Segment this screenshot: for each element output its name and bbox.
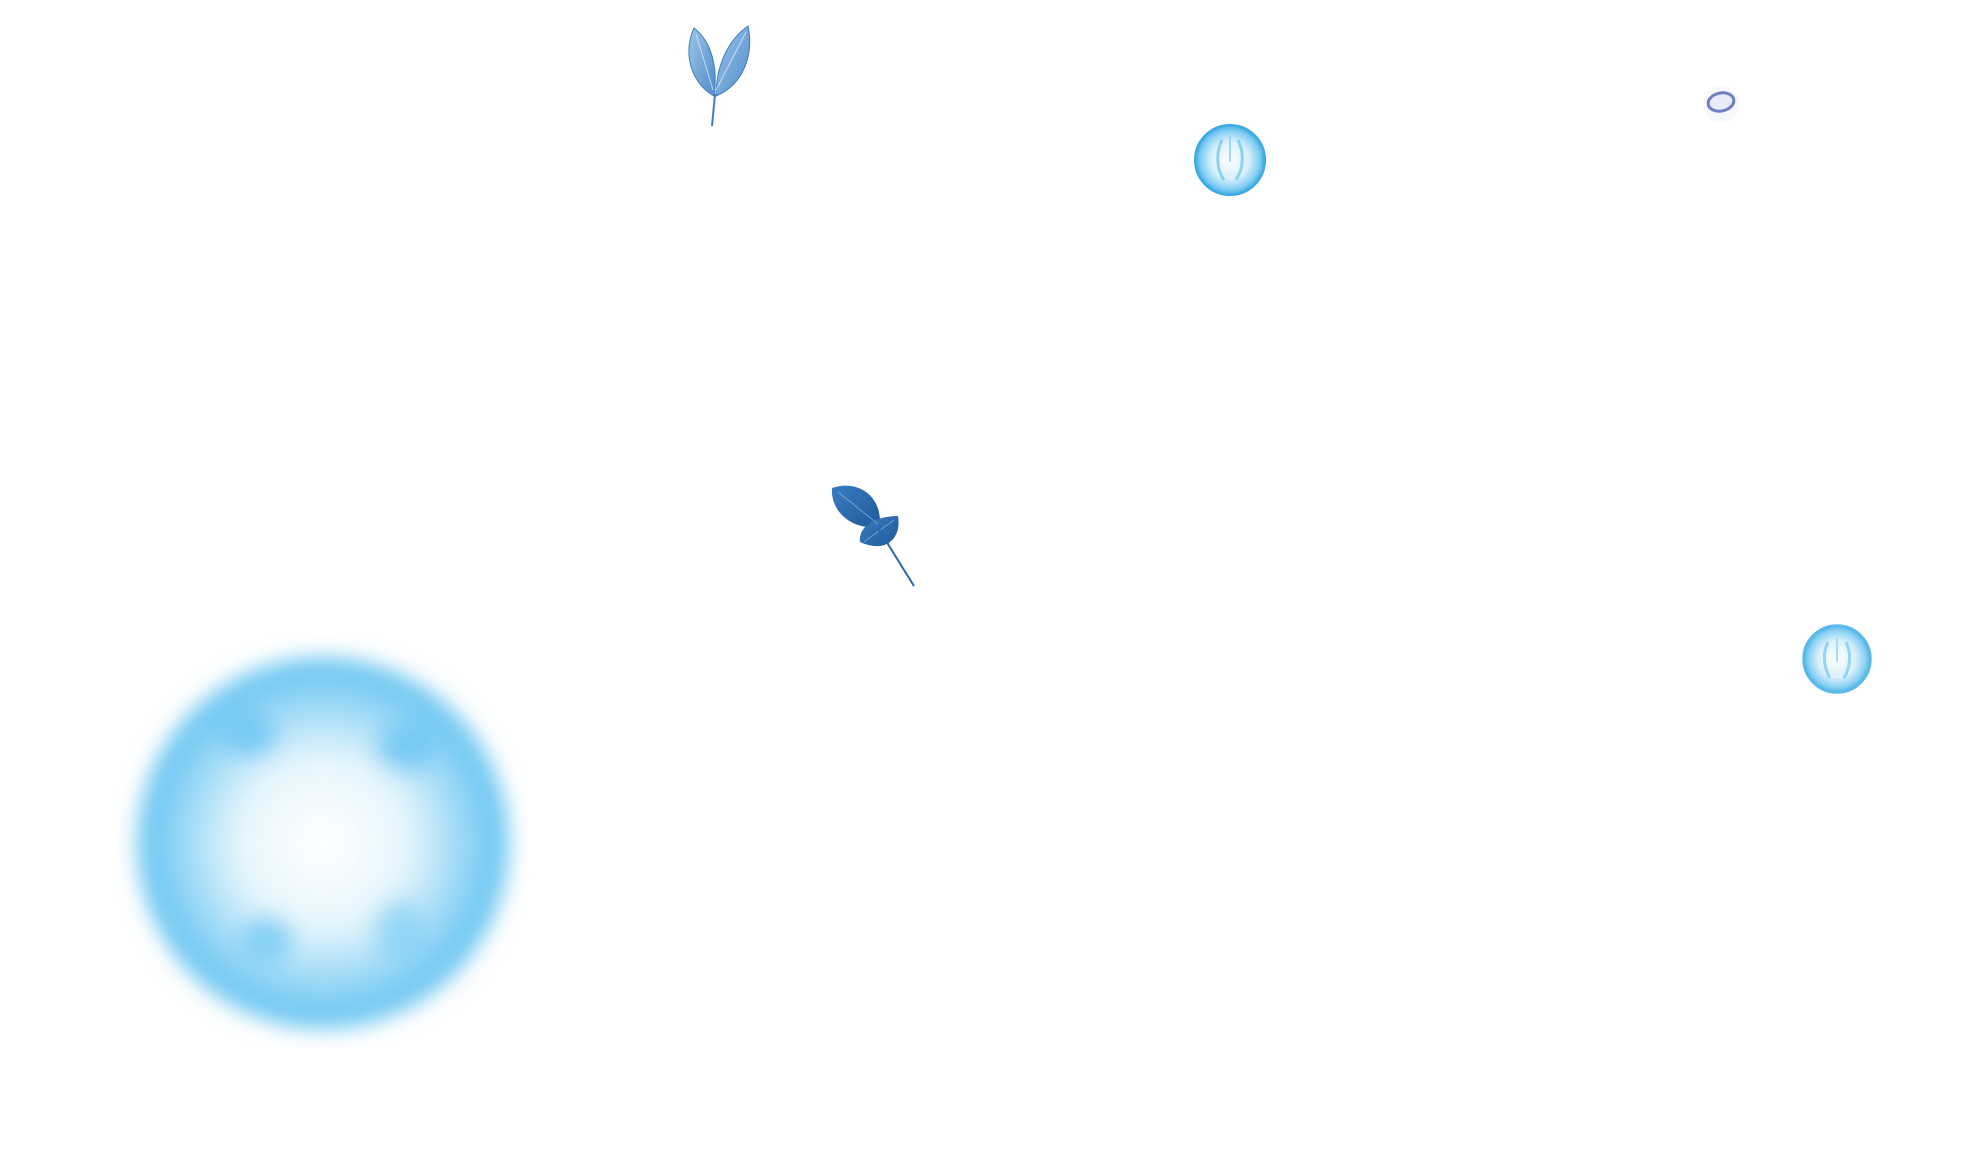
leaf-pair-icon xyxy=(688,25,751,127)
blurred-bubble-icon xyxy=(138,658,508,1028)
leaf-pair-icon xyxy=(831,485,915,587)
water-bubble-icon xyxy=(1194,124,1266,196)
water-bubble-icon xyxy=(1802,624,1872,694)
ring-icon xyxy=(1703,86,1739,122)
